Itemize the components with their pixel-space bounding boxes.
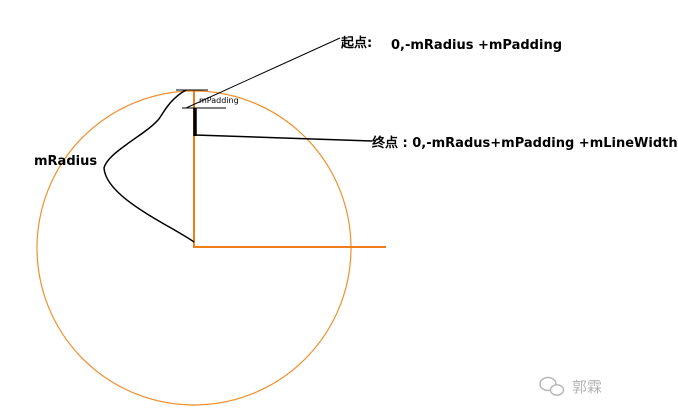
start-label: 起点:	[341, 36, 373, 51]
wechat-icon	[539, 376, 565, 396]
padding-label: mPadding	[199, 96, 239, 105]
start-pointer-line	[185, 37, 341, 109]
end-label: 终点 : 0,-mRadus+mPadding +mLineWidth	[372, 136, 678, 151]
start-formula: 0,-mRadius +mPadding	[391, 38, 563, 53]
radius-brace	[103, 89, 195, 243]
end-pointer-line	[194, 134, 373, 142]
radius-label: mRadius	[34, 154, 98, 169]
diagram-svg	[36, 37, 565, 406]
diagram-canvas: 起点: 0,-mRadius +mPadding 终点 : 0,-mRadus+…	[34, 36, 678, 406]
watermark-text: 郭霖	[572, 378, 603, 396]
